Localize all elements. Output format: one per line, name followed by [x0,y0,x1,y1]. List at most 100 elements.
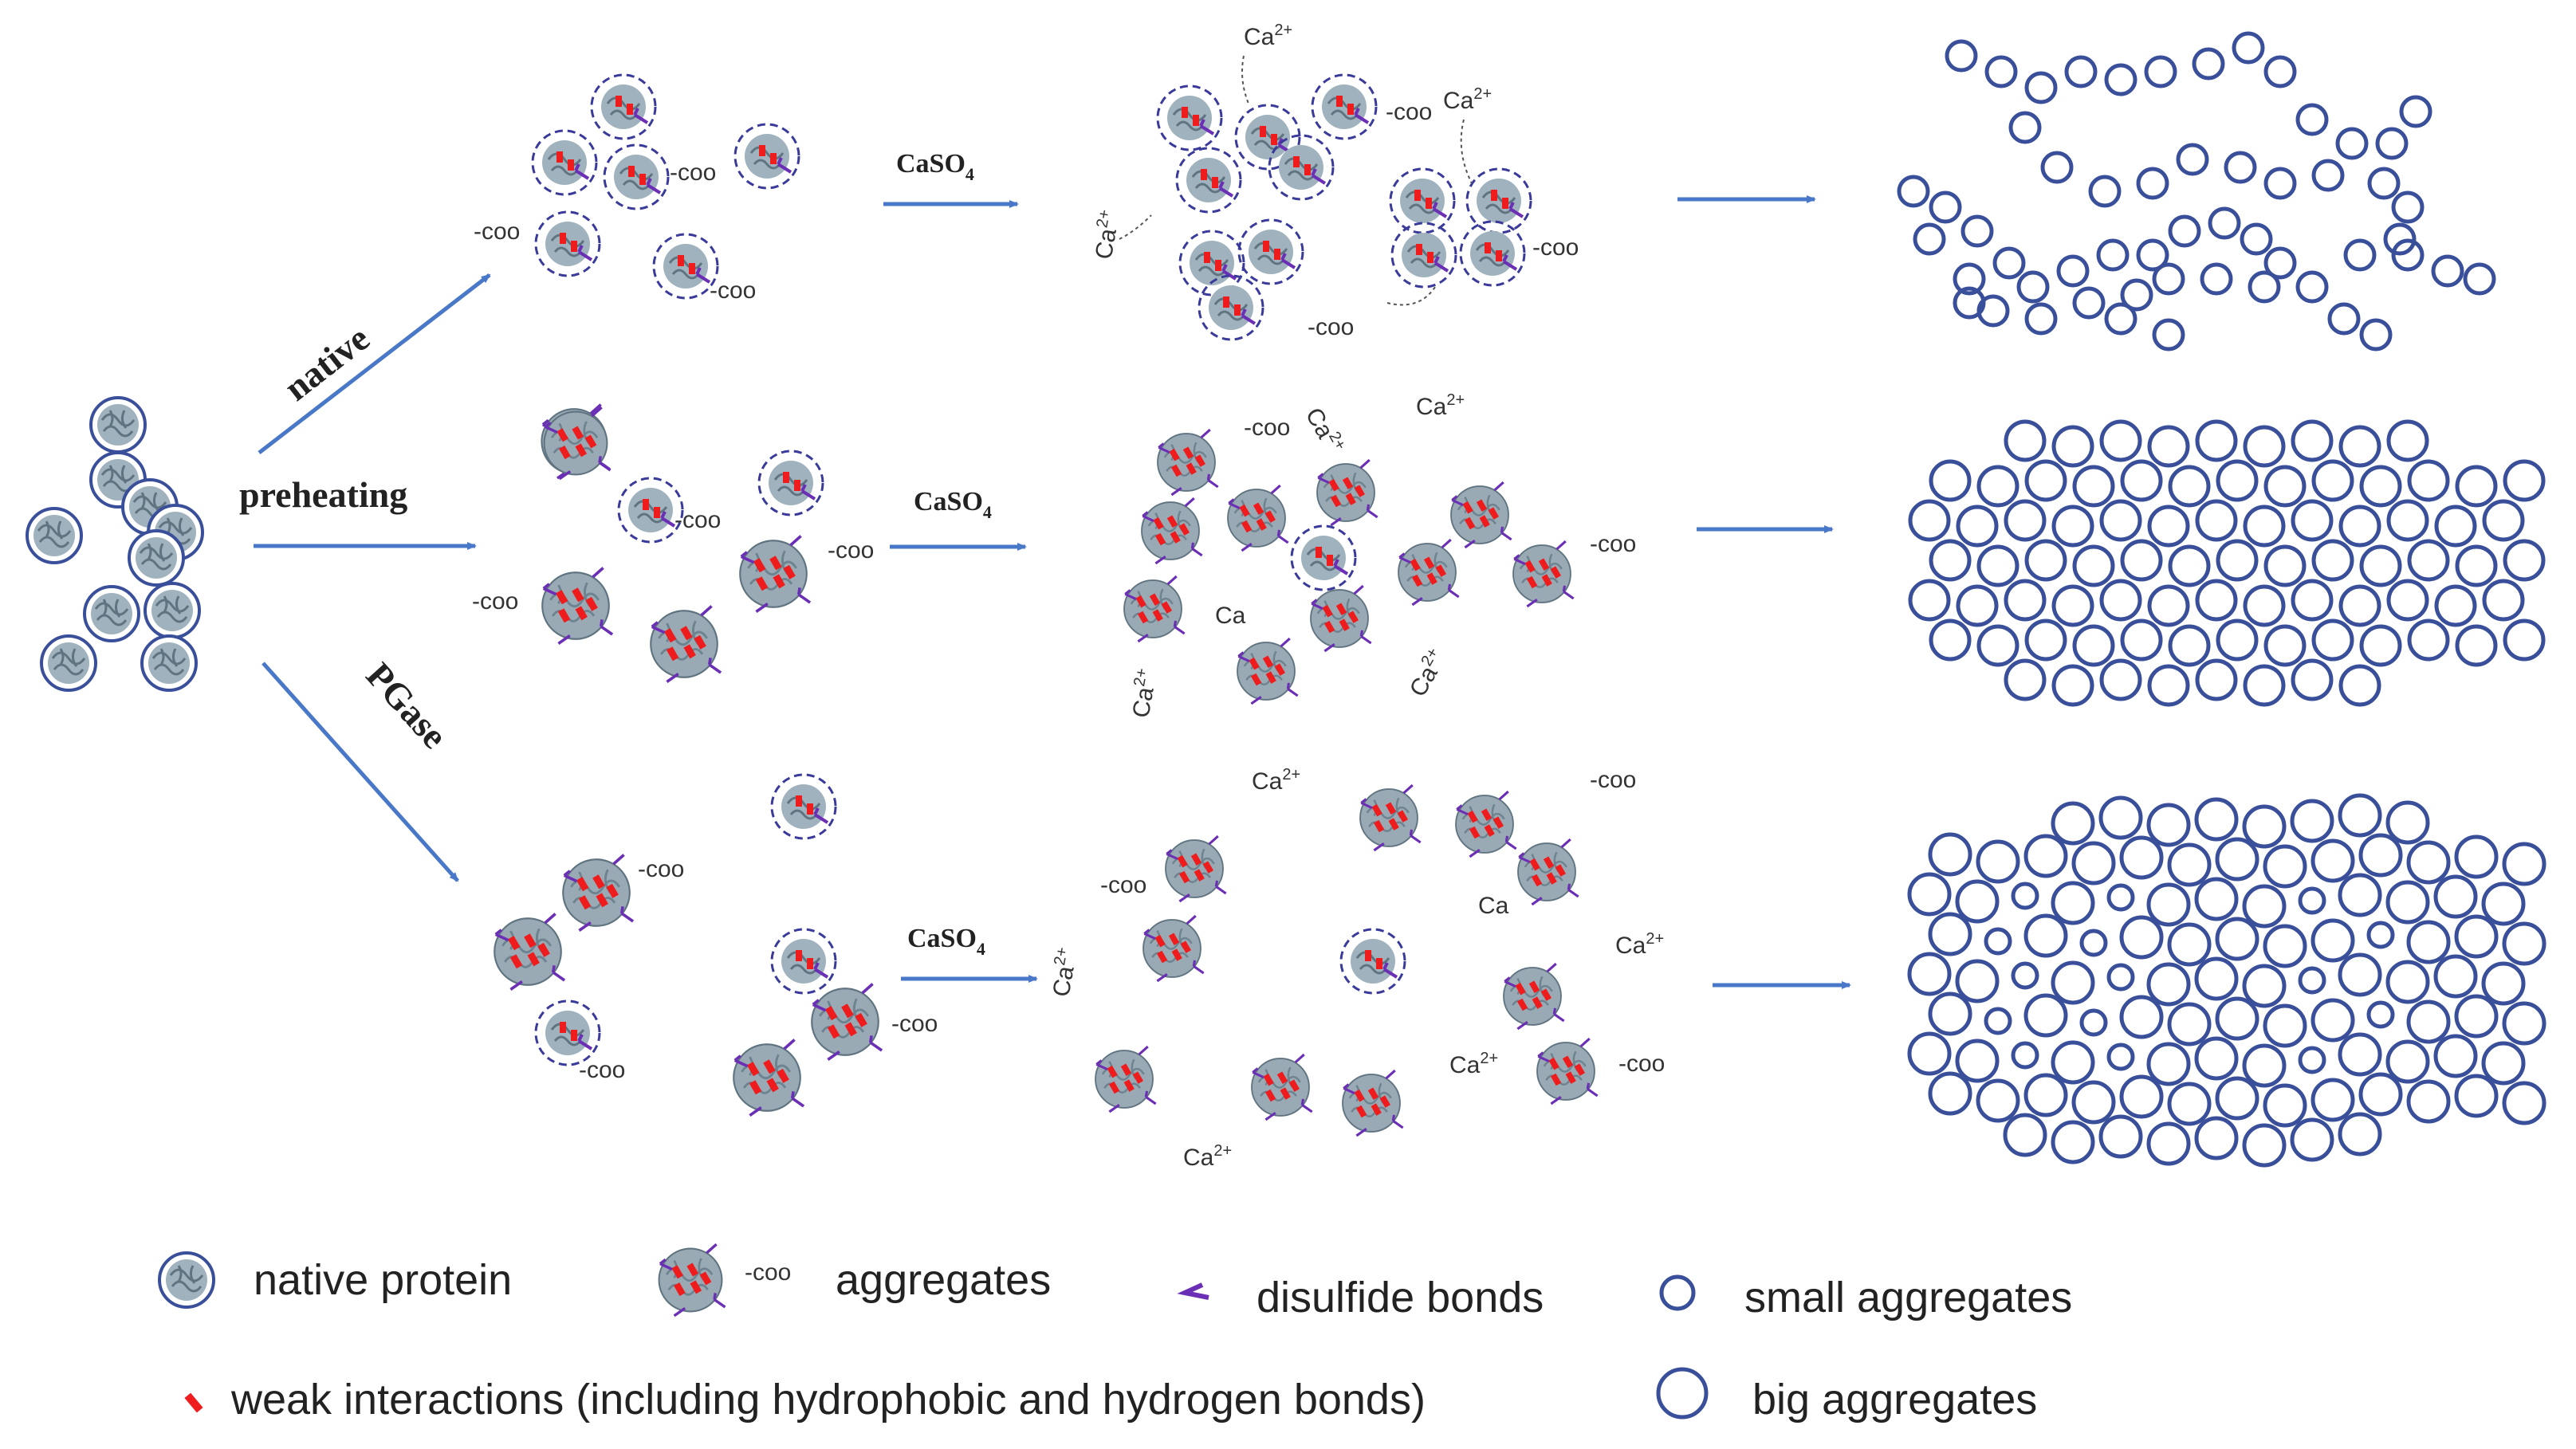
small-aggregate-icon [2120,278,2153,312]
coo-label: -coo [1386,99,1432,125]
legend-item-aggregates: -coo aggregates [657,1243,1051,1317]
big-aggregate-icon [2502,1001,2547,1046]
big-aggregate-icon [1907,1031,1952,1076]
big-aggregate-icon [2359,624,2402,667]
big-aggregate-icon [2263,924,2307,968]
calcium-ion-label: Ca2+ [1252,766,1300,795]
big-aggregate-icon [2004,658,2047,701]
big-aggregate-icon [2481,1041,2526,1086]
big-aggregate-icon [1976,624,2020,667]
big-aggregate-icon [1955,879,2000,924]
big-aggregate-icon [2024,459,2067,502]
big-aggregate-icon [2051,960,2095,1005]
big-aggregate-icon [2119,835,2164,880]
big-aggregate-icon [2146,882,2191,927]
big-aggregate-icon [2502,1081,2547,1125]
big-aggregate-icon [2291,579,2334,622]
big-aggregate-icon [2338,793,2382,838]
small-aggregate-icon [1953,262,1986,296]
small-aggregate-icon [2208,206,2241,240]
coo-label: -coo [1618,1050,1665,1077]
big-aggregate-icon [2024,539,2067,582]
big-aggregate-icon [2338,664,2381,707]
big-aggregate-icon [2502,921,2547,966]
big-aggregate-icon [2051,425,2094,468]
big-aggregate-icon [1976,1078,2020,1123]
big-aggregate-icon [2407,459,2450,502]
big-aggregate-icon [2120,459,2163,502]
small-aggregate-icon [1953,286,1986,320]
small-aggregate-icon [2298,966,2326,995]
big-aggregate-icon [2503,539,2546,582]
preheating-network-structure [1908,419,2546,707]
big-aggregate-icon [2433,954,2478,999]
native-protein-icon [40,634,97,692]
small-aggregate-icon [2383,222,2417,256]
big-aggregate-icon [2167,1002,2212,1046]
big-aggregate-icon [1928,992,1972,1036]
arrow-icon [258,273,491,454]
big-aggregate-icon [2072,465,2115,508]
calcium-ion-label: Ca2+ [1416,391,1465,420]
small-aggregate-icon [2263,167,2297,200]
big-aggregate-icon [1928,912,1972,956]
native-protein-icon [83,585,140,642]
coo-label: -coo [670,159,716,186]
big-aggregate-icon [2195,419,2238,462]
big-aggregate-icon [2195,499,2238,542]
small-aggregate-icon [2431,254,2464,288]
small-aggregate-icon [2104,63,2137,96]
big-aggregate-icon [2071,1080,2116,1125]
small-aggregate-icon [2096,238,2130,272]
small-aggregate-icon [2176,143,2209,176]
small-aggregate-icon [2399,95,2432,128]
big-aggregate-icon [1976,465,2020,508]
coo-label: -coo [1590,767,1636,793]
big-aggregate-icon [2099,499,2142,542]
big-aggregate-icon [1928,1071,1972,1116]
big-aggregate-icon [2311,539,2354,582]
big-aggregate-icon [2386,419,2429,462]
small-aggregate-icon [2104,302,2137,336]
big-aggregate-icon [2023,1073,2068,1117]
big-aggregate-icon [2024,618,2067,662]
caso4-step-preheating: CaSO4 [890,487,1027,551]
big-aggregate-icon [2195,658,2238,701]
small-aggregate-icon [2263,246,2297,280]
big-aggregate-icon [2119,1074,2164,1119]
small-aggregate-icon [2343,238,2377,272]
coo-label: -coo [828,537,874,564]
pgase-network-structure [1907,793,2547,1168]
native-protein-icon [144,582,201,639]
calcium-ion-label: Ca2+ [1126,667,1162,720]
small-aggregate-icon [1984,927,2012,956]
big-aggregate-icon [2385,960,2430,1004]
coo-label: -coo [1100,872,1146,898]
disulfide-bond-icon [1177,1282,1209,1300]
big-aggregate-icon [2503,618,2546,662]
small-aggregate-icon [2064,55,2098,88]
big-aggregate-icon [2263,624,2307,667]
small-aggregate-icon [1984,1007,2012,1035]
big-aggregate-icon [2406,920,2451,964]
coo-label: -coo [638,856,684,882]
big-aggregate-icon [2385,800,2430,845]
coo-label: -coo [474,218,520,245]
small-aggregate-icon [2248,270,2281,304]
big-aggregate-icon [2216,539,2259,582]
big-aggregate-icon [2338,584,2381,627]
big-aggregate-icon [2147,664,2190,707]
small-aggregate-icon [2192,47,2225,80]
big-aggregate-icon [1929,459,1972,502]
big-aggregate-icon [2215,917,2259,961]
big-aggregate-icon [2406,999,2451,1044]
calcium-ion-label: Ca2+ [1244,22,1292,50]
small-aggregate-icon [2224,151,2257,184]
small-aggregate-icon [2391,238,2425,272]
small-aggregate-icon [2359,318,2393,351]
calcium-ion-label: Ca2+ [1402,645,1452,701]
big-aggregate-icon [2263,1003,2307,1048]
big-aggregate-icon [2454,994,2499,1039]
big-aggregate-icon [2216,459,2259,502]
small-aggregate-icon [2079,929,2108,957]
